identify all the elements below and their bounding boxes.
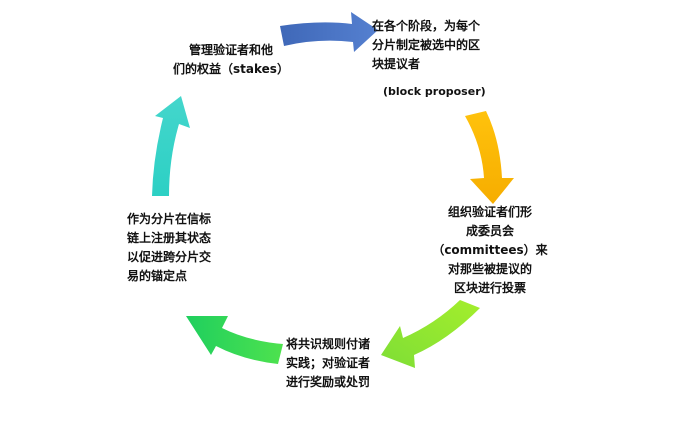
- arrow-yellow: [465, 111, 514, 204]
- step-manage-line-2: 们的权益（stakes）: [173, 62, 289, 76]
- arrow-lime: [381, 300, 480, 368]
- step-manage-validators: 管理验证者和他 们的权益（stakes）: [172, 41, 290, 79]
- step-form-committees: 组织验证者们形 成委员会 （committees）来 对那些被提议的 区块进行投…: [429, 203, 551, 298]
- step-manage-line-1: 管理验证者和他: [188, 43, 273, 57]
- step-committee-line-1: 组织验证者们形: [447, 205, 532, 219]
- arrow-green: [186, 316, 283, 364]
- step-enforce-consensus: 将共识规则付诸 实践；对验证者 进行奖励或处罚: [286, 335, 370, 392]
- step-select-proposer-term: (block proposer): [383, 85, 486, 98]
- step-committee-line-2: 成委员会: [465, 224, 514, 238]
- step-consensus-line-3: 进行奖励或处罚: [286, 375, 371, 389]
- arrow-teal: [152, 96, 190, 196]
- step-select-line-2: 分片制定被选中的区: [372, 38, 481, 52]
- step-committee-line-4: 对那些被提议的: [447, 262, 532, 276]
- step-anchor-crosslink: 作为分片在信标 链上注册其状态 以促进跨分片交 易的锚定点: [127, 210, 211, 286]
- step-committee-line-5: 区块进行投票: [453, 281, 526, 295]
- step-select-proposer: 在各个阶段，为每个 分片制定被选中的区 块提议者: [372, 17, 480, 74]
- step-select-line-1: 在各个阶段，为每个: [372, 19, 481, 33]
- step-anchor-line-3: 以促进跨分片交: [127, 250, 212, 264]
- step-committee-line-3: （committees）来: [432, 243, 548, 257]
- step-select-line-3: 块提议者: [372, 57, 421, 71]
- step-anchor-line-1: 作为分片在信标: [127, 212, 212, 226]
- step-consensus-line-1: 将共识规则付诸: [286, 337, 371, 351]
- arrow-blue: [280, 12, 378, 52]
- step-anchor-line-2: 链上注册其状态: [127, 231, 212, 245]
- step-consensus-line-2: 实践；对验证者: [286, 356, 371, 370]
- step-anchor-line-4: 易的锚定点: [127, 269, 188, 283]
